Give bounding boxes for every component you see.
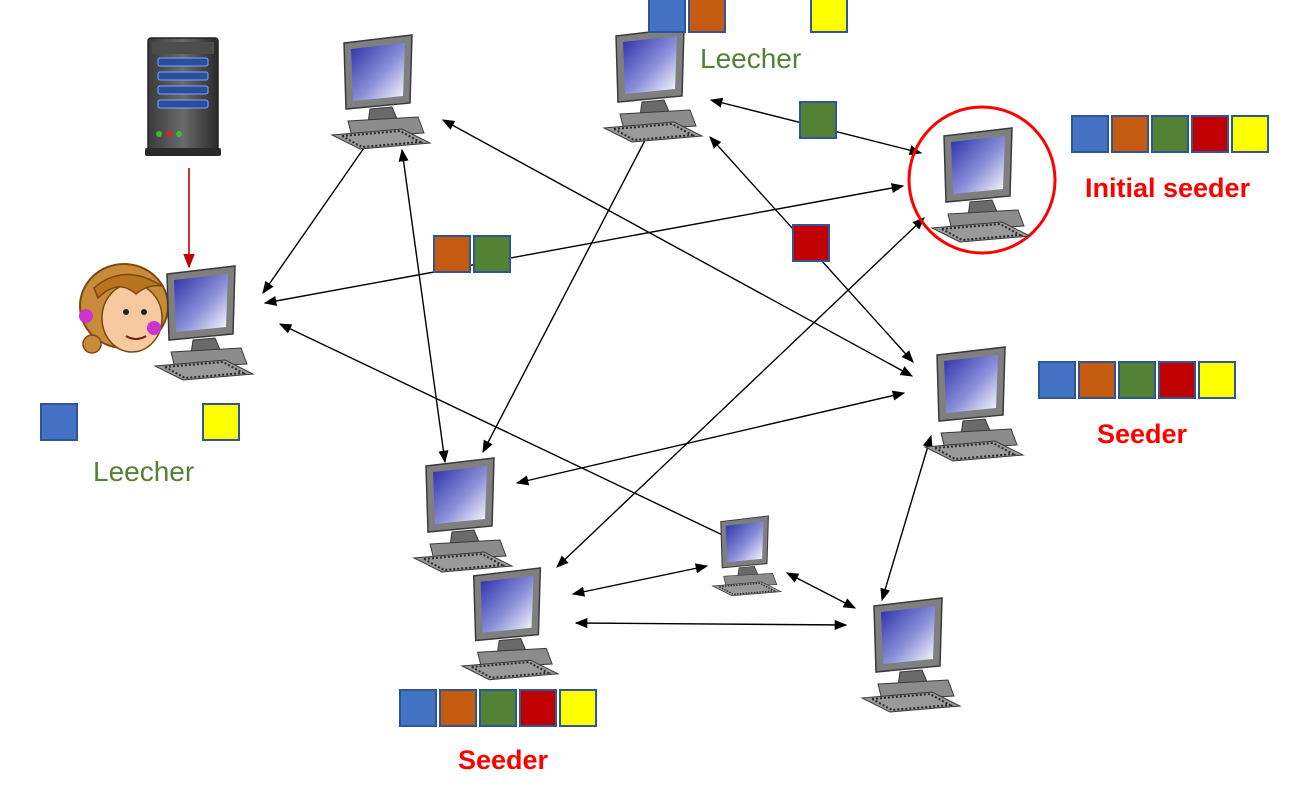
chunk-orange <box>1078 361 1116 399</box>
person-icon <box>79 263 169 354</box>
connection-arrow <box>574 618 848 630</box>
chunk-orange <box>433 235 471 273</box>
leecher-label: Leecher <box>700 43 802 74</box>
chunk-yellow <box>1231 115 1269 153</box>
connection-arrow <box>441 119 914 377</box>
chunk-red <box>1191 115 1229 153</box>
initial-seeder-highlight <box>907 105 1057 255</box>
transfer-chunk-green <box>799 101 837 139</box>
chunk-green <box>1118 361 1156 399</box>
desktop-computer-icon <box>460 567 559 681</box>
desktop-computer-icon <box>603 27 703 143</box>
chunk-orange <box>439 689 477 727</box>
desktop-computer-icon <box>861 597 961 713</box>
desktop-computer-icon <box>711 515 782 597</box>
desktop-computer-icon <box>924 346 1024 462</box>
seeder-label: Seeder <box>458 745 549 775</box>
chunk-blue <box>1038 361 1076 399</box>
initial-seeder-label: Initial seeder <box>1085 173 1251 203</box>
desktop-computer-icon <box>331 34 431 150</box>
seeder-label: Seeder <box>1097 419 1188 449</box>
transfer-chunk-red <box>792 224 830 262</box>
connection-arrow <box>571 563 709 597</box>
chunk-red <box>519 689 557 727</box>
chunk-green <box>479 689 517 727</box>
server-icon <box>145 37 221 156</box>
connection-arrow <box>262 133 374 295</box>
desktop-computer-icon <box>413 457 513 573</box>
chunk-yellow <box>202 403 240 441</box>
connection-arrow <box>785 572 857 609</box>
desktop-computer-icon <box>931 127 1031 243</box>
chunk-orange <box>688 0 726 33</box>
connection-arrow <box>278 323 735 541</box>
connection-arrow <box>398 148 449 464</box>
chunk-blue <box>40 403 78 441</box>
transfer-chunks-to-left-leecher <box>433 235 511 273</box>
chunk-blue <box>399 689 437 727</box>
connection-arrow <box>482 121 655 454</box>
top-leecher-chunks <box>648 0 726 33</box>
right-seeder-chunks <box>1038 361 1236 399</box>
chunk-blue <box>1071 115 1109 153</box>
connection-arrow <box>556 217 925 568</box>
connections <box>183 97 933 630</box>
chunk-yellow <box>810 0 848 33</box>
chunk-red <box>1158 361 1196 399</box>
chunk-green <box>1151 115 1189 153</box>
initial-seeder-chunks <box>1071 115 1269 153</box>
desktop-computer-icon <box>154 265 254 381</box>
bottom-seeder-chunks <box>399 689 597 727</box>
chunk-orange <box>1111 115 1149 153</box>
chunk-blue <box>648 0 686 33</box>
connection-arrow <box>515 390 906 486</box>
connection-arrow <box>880 434 933 602</box>
leecher-label: Leecher <box>93 456 195 487</box>
chunk-yellow <box>1198 361 1236 399</box>
chunk-yellow <box>559 689 597 727</box>
chunk-green <box>473 235 511 273</box>
